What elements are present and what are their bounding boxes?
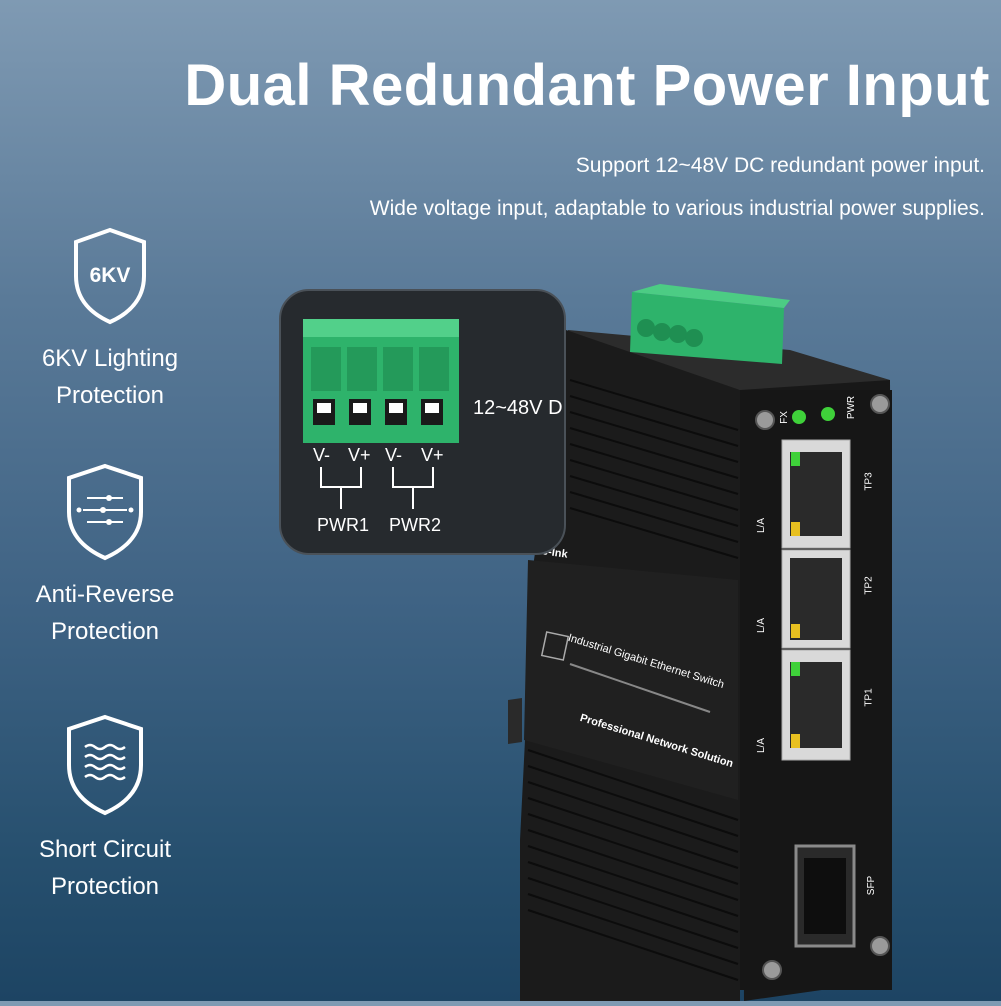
pin-label-v-minus-1: V- — [313, 445, 331, 465]
port-label-tp1: TP1 — [863, 688, 875, 707]
port-side-label-2: L/A — [756, 617, 768, 634]
port-side-label-3: L/A — [756, 737, 768, 754]
callout-voltage-text: 12~48V D — [473, 397, 563, 419]
feature-label-line1: Short Circuit — [38, 836, 172, 863]
shield-badge-text: 6KV — [90, 264, 131, 287]
feature-label-line2: Protection — [55, 382, 165, 409]
page-title: Dual Redundant Power Input — [184, 53, 990, 118]
pin-label-v-minus-2: V- — [385, 445, 403, 465]
pwr1-label: PWR1 — [317, 515, 370, 535]
feature-label-line1: 6KV Lighting — [41, 345, 179, 372]
feature-lightning-protection: 6KV 6KV Lighting Protection — [10, 226, 210, 414]
shield-sliders-icon — [67, 463, 143, 561]
terminal-zoom-callout: 12~48V D V- V+ V- V+ PWR1 PWR2 — [279, 289, 566, 555]
port-label-tp3: TP3 — [863, 472, 875, 491]
subtitle-wide-input: Wide voltage input, adaptable to various… — [369, 197, 985, 220]
terminal-block-closeup — [303, 319, 459, 509]
feature-label-line2: Protection — [50, 618, 160, 645]
shield-waves-icon — [67, 714, 143, 816]
pin-label-v-plus-2: V+ — [421, 445, 444, 465]
feature-short-circuit: Short Circuit Protection — [5, 713, 205, 905]
pwr2-label: PWR2 — [389, 515, 442, 535]
pin-label-v-plus-1: V+ — [348, 445, 371, 465]
feature-label-line1: Anti-Reverse — [35, 581, 175, 608]
port-label-tp2: TP2 — [863, 576, 875, 595]
device-body — [508, 284, 892, 1001]
led-label-pwr: PWR — [846, 395, 858, 420]
feature-anti-reverse: Anti-Reverse Protection — [5, 462, 205, 650]
subtitle-voltage: Support 12~48V DC redundant power input. — [575, 154, 985, 177]
feature-label-line2: Protection — [50, 873, 160, 900]
sfp-label: SFP — [866, 875, 878, 896]
led-label-fx: FX — [778, 411, 790, 424]
ethernet-switch-device: e-Ink Industrial Gigabit Ethernet Switch… — [500, 280, 1001, 1001]
shield-6kv-icon: 6KV — [74, 227, 146, 325]
port-side-label-1: L/A — [756, 517, 768, 534]
